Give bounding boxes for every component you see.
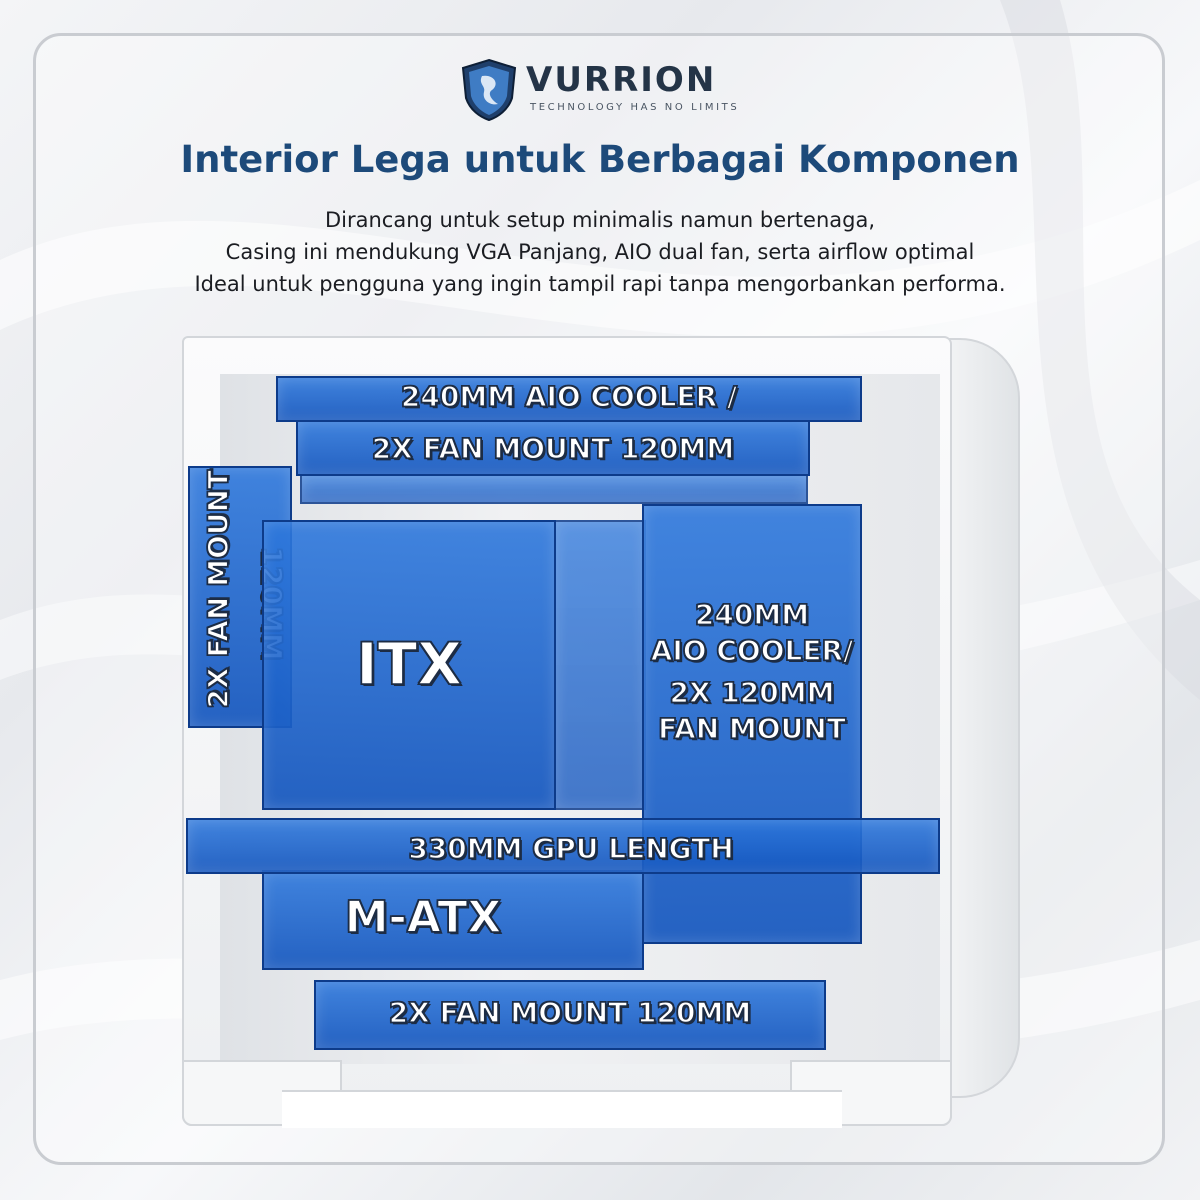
zone-bottom-fans (314, 980, 826, 1050)
zone-gpu-label: 330MM GPU LENGTH (408, 831, 735, 866)
brand-name: VURRION (526, 60, 717, 100)
zone-itx-label: ITX (355, 629, 462, 699)
zone-matx (262, 870, 644, 970)
zone-top-label-2: 2X FAN MOUNT 120MM (371, 431, 735, 466)
zone-gpu (186, 818, 940, 874)
description-line: Ideal untuk pengguna yang ingin tampil r… (194, 272, 1006, 296)
zone-bottom-label: 2X FAN MOUNT 120MM (388, 995, 752, 1030)
zone-front-label-4: FAN MOUNT (657, 711, 846, 746)
zone-front-label-1: 240MM (694, 597, 810, 632)
zone-top-fan-bracket (300, 474, 808, 504)
zone-top-label-1: 240MM AIO COOLER / (400, 379, 738, 414)
case-base (282, 1090, 842, 1128)
zone-front-label-2: AIO COOLER/ (650, 633, 854, 668)
description: Dirancang untuk setup minimalis namun be… (0, 204, 1200, 300)
page-title: Interior Lega untuk Berbagai Komponen (180, 138, 1020, 181)
dragon-shield-icon (461, 58, 517, 122)
brand-logo: VURRION TECHNOLOGY HAS NO LIMITS (460, 58, 750, 122)
zone-side-label-1: 2X FAN MOUNT (201, 469, 236, 709)
brand-tagline: TECHNOLOGY HAS NO LIMITS (530, 102, 740, 113)
zone-matx-label: M-ATX (344, 891, 502, 944)
description-line: Dirancang untuk setup minimalis namun be… (324, 208, 876, 232)
zone-front-label-3: 2X 120MM (669, 675, 836, 710)
description-line: Casing ini mendukung VGA Panjang, AIO du… (225, 240, 975, 264)
zone-itx-extension (554, 520, 646, 810)
zone-itx (262, 520, 556, 810)
